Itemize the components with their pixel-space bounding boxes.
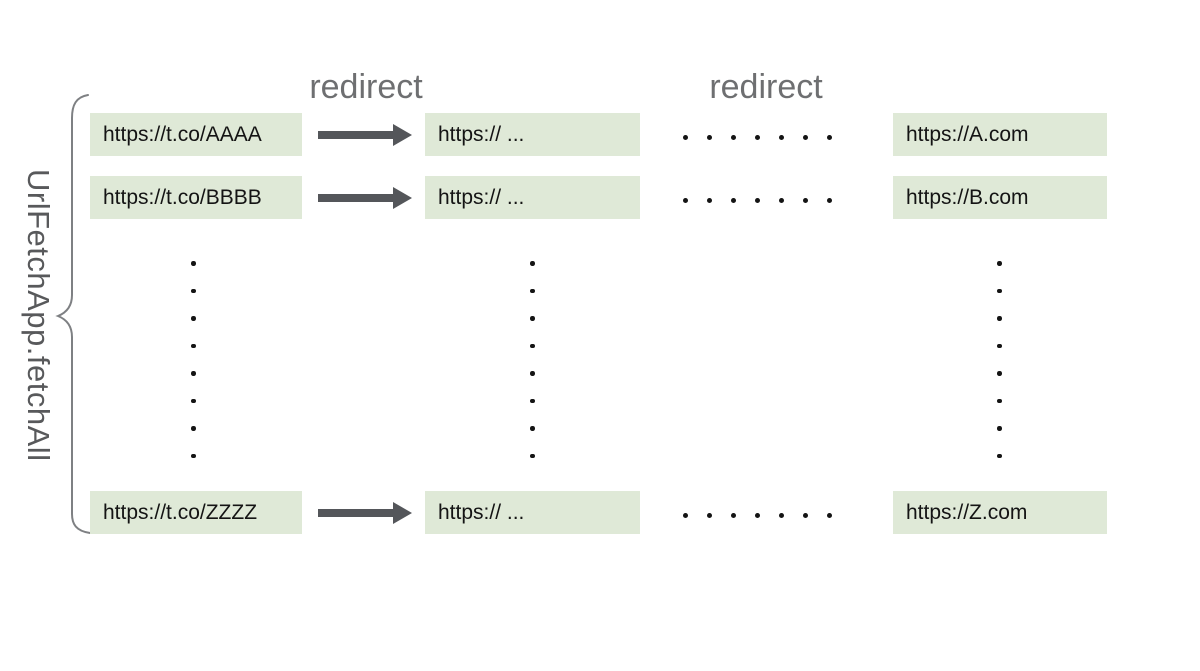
- vertical-ellipsis: [997, 261, 1002, 458]
- dot: [803, 198, 808, 203]
- dot: [755, 198, 760, 203]
- horizontal-ellipsis: [683, 176, 832, 219]
- flow-row-1: https://t.co/AAAA https:// ... https://A…: [0, 113, 1200, 156]
- source-url-box: https://t.co/BBBB: [90, 176, 302, 219]
- dot: [997, 371, 1002, 376]
- dot: [191, 261, 196, 266]
- dot: [997, 398, 1002, 403]
- dot: [707, 513, 712, 518]
- target-url-box: https://A.com: [893, 113, 1107, 156]
- dot: [827, 513, 832, 518]
- arrow-head: [393, 501, 412, 524]
- dot: [191, 288, 196, 293]
- target-url-box: https://Z.com: [893, 491, 1107, 534]
- flow-row-2: https://t.co/BBBB https:// ... https://B…: [0, 176, 1200, 219]
- dot: [191, 343, 196, 348]
- dot: [779, 198, 784, 203]
- arrow-shaft: [318, 508, 393, 517]
- dot: [530, 426, 535, 431]
- dot: [731, 513, 736, 518]
- arrow-head: [393, 123, 412, 146]
- dot: [707, 135, 712, 140]
- dot: [191, 453, 196, 458]
- dot: [803, 513, 808, 518]
- dot: [803, 135, 808, 140]
- dot: [755, 135, 760, 140]
- dot: [779, 513, 784, 518]
- dot: [683, 513, 688, 518]
- dot: [191, 398, 196, 403]
- vertical-ellipsis: [191, 261, 196, 458]
- intermediate-url-box: https:// ...: [425, 113, 640, 156]
- dot: [530, 398, 535, 403]
- dot: [683, 135, 688, 140]
- dot: [997, 453, 1002, 458]
- horizontal-ellipsis: [683, 491, 832, 534]
- redirect-arrow-icon: [318, 491, 412, 534]
- dot: [191, 316, 196, 321]
- source-url-box: https://t.co/AAAA: [90, 113, 302, 156]
- dot: [530, 288, 535, 293]
- source-url-box: https://t.co/ZZZZ: [90, 491, 302, 534]
- dot: [997, 316, 1002, 321]
- arrow-shaft: [318, 193, 393, 202]
- dot: [191, 371, 196, 376]
- dot: [997, 343, 1002, 348]
- redirect-arrow-icon: [318, 113, 412, 156]
- dot: [683, 198, 688, 203]
- dot: [827, 135, 832, 140]
- intermediate-url-box: https:// ...: [425, 176, 640, 219]
- redirect-label-1: redirect: [309, 68, 423, 106]
- dot: [530, 261, 535, 266]
- target-url-box: https://B.com: [893, 176, 1107, 219]
- dot: [997, 288, 1002, 293]
- dot: [530, 453, 535, 458]
- redirect-label-2: redirect: [709, 68, 823, 106]
- side-label: UrlFetchApp.fetchAll: [21, 168, 56, 462]
- dot: [779, 135, 784, 140]
- dot: [191, 426, 196, 431]
- dot: [755, 513, 760, 518]
- dot: [997, 261, 1002, 266]
- curly-brace: [55, 94, 91, 534]
- horizontal-ellipsis: [683, 113, 832, 156]
- dot: [827, 198, 832, 203]
- flow-row-3: https://t.co/ZZZZ https:// ... https://Z…: [0, 491, 1200, 534]
- vertical-ellipsis: [530, 261, 535, 458]
- dot: [731, 198, 736, 203]
- dot: [530, 316, 535, 321]
- redirect-arrow-icon: [318, 176, 412, 219]
- dot: [997, 426, 1002, 431]
- arrow-shaft: [318, 130, 393, 139]
- dot: [530, 343, 535, 348]
- dot: [530, 371, 535, 376]
- dot: [731, 135, 736, 140]
- dot: [707, 198, 712, 203]
- intermediate-url-box: https:// ...: [425, 491, 640, 534]
- arrow-head: [393, 186, 412, 209]
